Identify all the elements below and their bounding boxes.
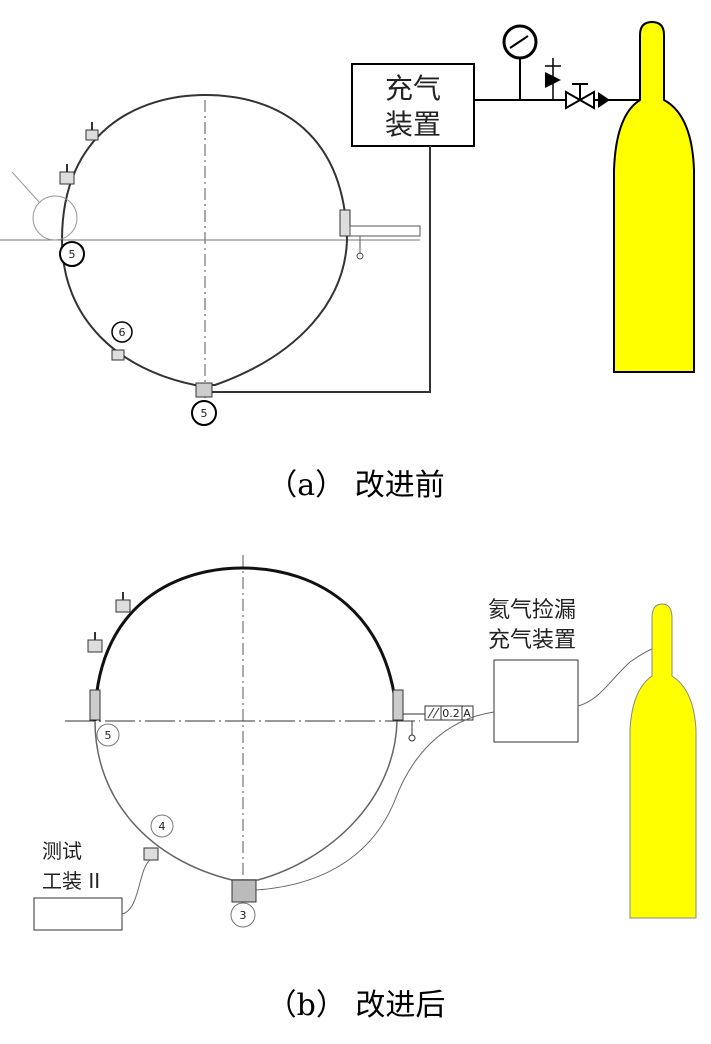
test-tool-label-1: 测试 [42,839,82,863]
nozzle-lower-left [111,349,125,361]
mark-5-left: 5 [59,241,85,267]
charging-device-label-1: 充气 [385,72,441,105]
vent-valve-icon [545,58,561,100]
helium-line-to-cylinder [577,647,656,707]
pressure-vessel-b-lower [94,720,398,881]
nozzle-upper-1-b [115,592,131,613]
nozzle-lower-left-b [143,847,159,861]
helium-line-to-vessel [255,711,495,891]
charging-line [212,146,431,393]
test-tool-label-2: 工装 II [42,869,100,893]
bottom-nozzle-b [231,879,257,903]
charging-device-box [351,63,475,147]
svg-text:5: 5 [105,729,112,742]
mark-5-b: 5 [96,723,120,747]
helium-device-box [493,659,579,743]
tolerance-frame: 0.2 A [424,705,474,721]
mark-5-bottom: 5 [191,400,217,426]
mark-3-b: 3 [230,902,256,928]
detail-leader [11,171,41,204]
caption-after: （b） 改进后 [267,988,446,1023]
mark-4-b: 4 [150,814,174,838]
svg-text:4: 4 [159,820,166,833]
right-flange-b [392,689,425,742]
charging-device-label-2: 装置 [385,108,441,141]
nozzle-upper-1 [85,122,99,141]
svg-text:5: 5 [201,407,208,420]
gas-cylinder [613,20,695,373]
parallelism-icon [427,707,435,719]
svg-text:3: 3 [240,909,247,922]
helium-device-label-1: 氦气捡漏 [488,598,576,623]
svg-text:0.2: 0.2 [442,707,460,720]
test-tool-line [121,859,151,915]
caption-before: （a） 改进前 [267,468,444,503]
main-valve-icon [565,83,610,110]
left-flange-b [89,689,101,721]
detail-circle [32,195,78,241]
svg-text:6: 6 [119,326,126,339]
diagram-after: 0.2 A 5 4 3 测试 工装 II 氦气捡漏 充气装置 [33,555,697,1023]
pressure-vessel-b [93,566,399,722]
right-flange [339,209,421,260]
bottom-nozzle [195,382,213,398]
diagram-before: 5 6 5 充气 装置 [0,20,695,503]
mark-6: 6 [111,321,133,343]
helium-device-label-2: 充气装置 [488,628,576,653]
nozzle-upper-2-b [87,632,103,653]
gas-cylinder-b [629,603,697,919]
pressure-gauge-icon [502,24,538,100]
nozzle-upper-2 [59,164,75,185]
test-tool-box [33,897,123,931]
svg-text:5: 5 [69,248,76,261]
svg-text:A: A [463,707,471,720]
pressure-vessel [60,93,349,386]
